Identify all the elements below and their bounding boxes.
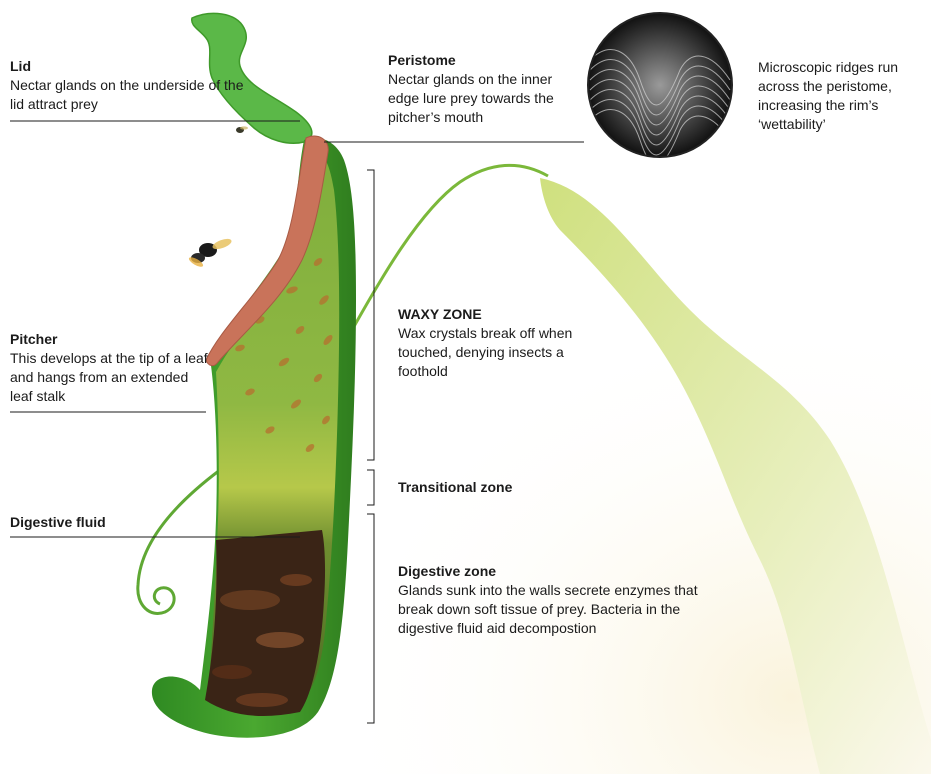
- digestive-zone-label: Digestive zone Glands sunk into the wall…: [398, 562, 703, 638]
- pitcher-title: Pitcher: [10, 330, 210, 349]
- lid-label: Lid Nectar glands on the underside of th…: [10, 57, 250, 114]
- digestive-fluid-title: Digestive fluid: [10, 513, 210, 532]
- waxy-zone-title: WAXY ZONE: [398, 305, 598, 324]
- microscope-label: Microscopic ridges run across the perist…: [758, 58, 928, 134]
- pitcher-label: Pitcher This develops at the tip of a le…: [10, 330, 210, 406]
- transitional-zone-title: Transitional zone: [398, 478, 598, 497]
- digestive-zone-description: Glands sunk into the walls secrete enzym…: [398, 581, 703, 638]
- lid-title: Lid: [10, 57, 250, 76]
- pitcher-description: This develops at the tip of a leaf and h…: [10, 349, 210, 406]
- digestive-zone-title: Digestive zone: [398, 562, 703, 581]
- peristome-title: Peristome: [388, 51, 578, 70]
- microscope-description: Microscopic ridges run across the perist…: [758, 58, 928, 134]
- transitional-zone-label: Transitional zone: [398, 478, 598, 497]
- peristome-label: Peristome Nectar glands on the inner edg…: [388, 51, 578, 127]
- peristome-description: Nectar glands on the inner edge lure pre…: [388, 70, 578, 127]
- waxy-zone-description: Wax crystals break off when touched, den…: [398, 324, 598, 381]
- lid-description: Nectar glands on the underside of the li…: [10, 76, 250, 114]
- digestive-fluid-label: Digestive fluid: [10, 513, 210, 532]
- waxy-zone-label: WAXY ZONE Wax crystals break off when to…: [398, 305, 598, 381]
